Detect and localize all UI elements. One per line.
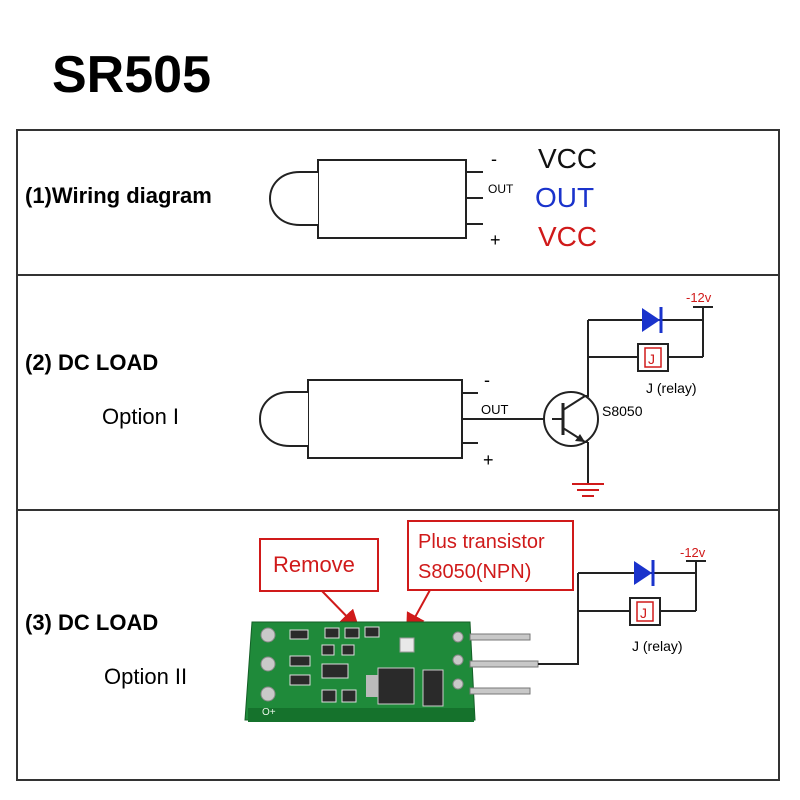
s2-pin-plus: + bbox=[483, 450, 494, 470]
diode-icon-2 bbox=[634, 560, 655, 586]
pin-name-out: OUT bbox=[535, 182, 594, 213]
transistor-label: S8050 bbox=[602, 403, 643, 419]
ground-icon bbox=[572, 483, 604, 497]
section-3-option: Option II bbox=[104, 664, 187, 689]
pcb-marking: O+ bbox=[262, 707, 276, 718]
outer-frame bbox=[16, 129, 780, 781]
relay-symbol-2: J bbox=[640, 605, 647, 621]
pcb-pins bbox=[469, 633, 539, 695]
callout-plus-box bbox=[407, 520, 574, 591]
callout-plus-line1: Plus transistor bbox=[418, 531, 545, 553]
callout-remove-box bbox=[259, 538, 379, 592]
pin-name-vcc-plus: VCC bbox=[538, 221, 597, 252]
section-dc-load-option-1: (2) DC LOAD Option I - + OUT S8050 bbox=[25, 290, 713, 497]
callout-remove: Remove bbox=[273, 552, 355, 577]
supply-label: -12v bbox=[686, 290, 712, 305]
relay-box-2 bbox=[629, 597, 661, 626]
relay-box bbox=[637, 343, 669, 372]
section-3-label: (3) DC LOAD bbox=[25, 610, 158, 635]
section-2-option: Option I bbox=[102, 404, 179, 429]
callout-plus-line2: S8050(NPN) bbox=[418, 561, 531, 583]
section-dc-load-option-2: (3) DC LOAD Option II Remove Plus transi… bbox=[25, 520, 706, 722]
s2-pin-out: OUT bbox=[481, 402, 509, 417]
relay-label: J (relay) bbox=[646, 380, 697, 396]
section-wiring-diagram: (1)Wiring diagram - OUT + VCC OUT VCC bbox=[25, 143, 597, 252]
pin-mark-out: OUT bbox=[488, 182, 514, 196]
pin-name-vcc-minus: VCC bbox=[538, 143, 597, 174]
pin-mark-plus: + bbox=[490, 230, 501, 250]
page-title: SR505 bbox=[52, 46, 211, 104]
sensor-body-1 bbox=[269, 159, 483, 239]
supply-label-2: -12v bbox=[680, 545, 706, 560]
sensor-body-2 bbox=[259, 379, 478, 459]
diode-icon bbox=[642, 307, 663, 333]
transistor-s8050 bbox=[543, 391, 599, 447]
pin-mark-minus: - bbox=[491, 149, 497, 169]
relay-symbol: J bbox=[648, 351, 655, 367]
section-2-label: (2) DC LOAD bbox=[25, 350, 158, 375]
section-1-label: (1)Wiring diagram bbox=[25, 183, 212, 208]
relay-label-2: J (relay) bbox=[632, 638, 683, 654]
s2-pin-minus: - bbox=[484, 370, 490, 390]
pcb-board bbox=[244, 621, 476, 722]
